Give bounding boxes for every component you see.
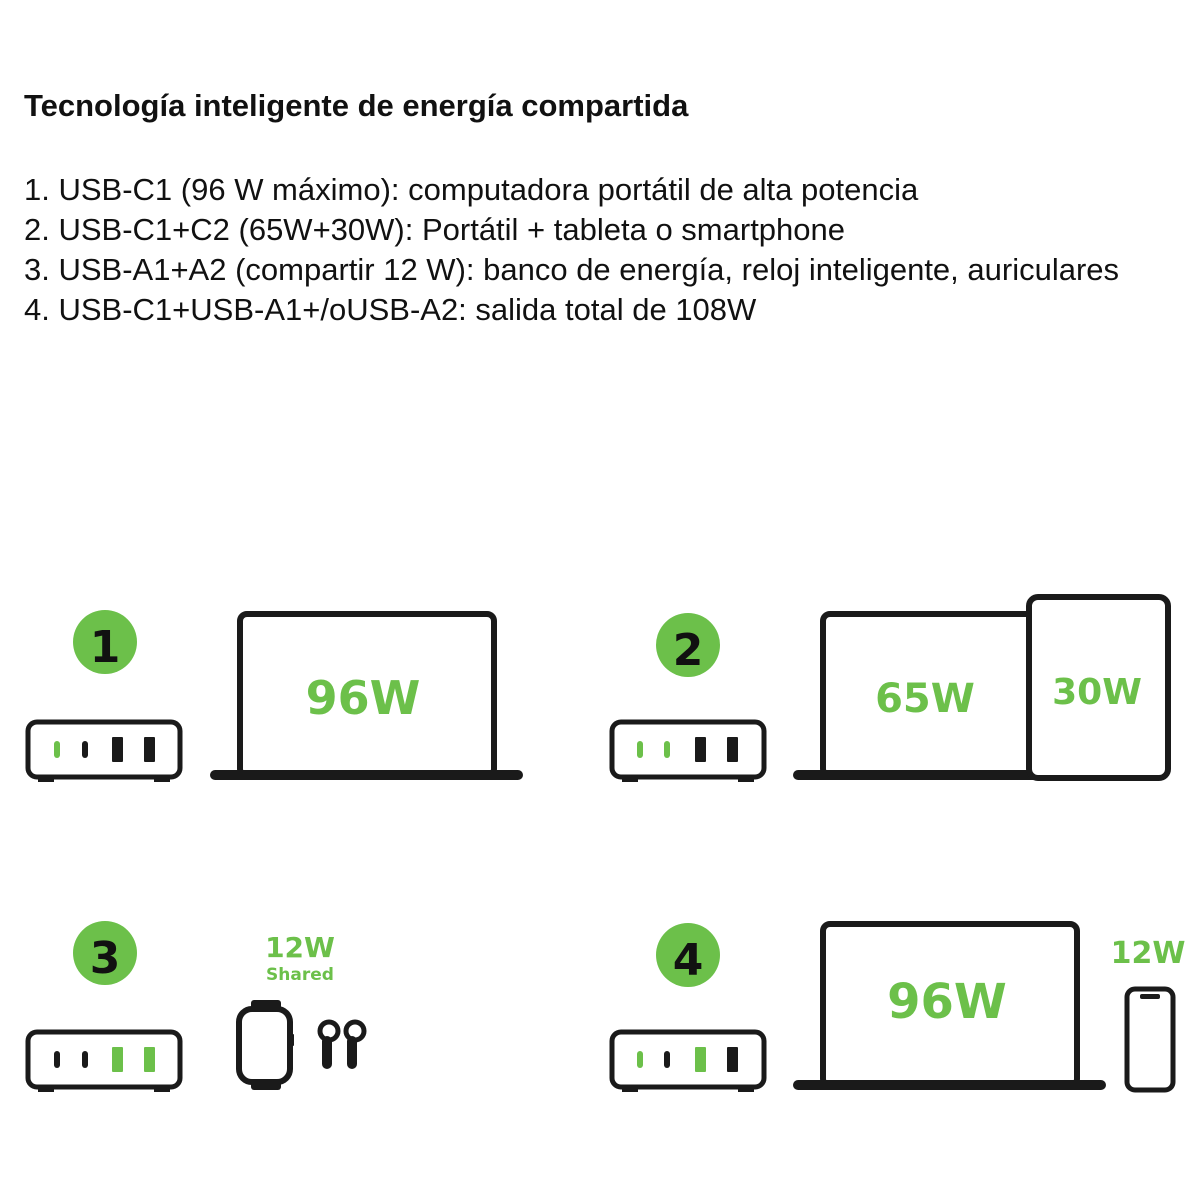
step-number: 1 [90, 622, 121, 673]
charger-icon [609, 719, 767, 782]
step-badge [656, 613, 720, 677]
laptop-watts: 65W [875, 676, 975, 722]
feature-list: 1. USB-C1 (96 W máximo): computadora por… [24, 170, 1174, 330]
phone-watts: 12W [1111, 936, 1186, 971]
usb-c2-port [664, 741, 670, 758]
list-item: 3. USB-A1+A2 (compartir 12 W): banco de … [24, 252, 1120, 287]
laptop-watts: 96W [887, 974, 1007, 1030]
usb-a2-port [727, 737, 738, 762]
charger-icon [25, 1029, 183, 1092]
usb-a1-port [112, 737, 123, 762]
step-number: 2 [673, 625, 704, 676]
page-title: Tecnología inteligente de energía compar… [24, 88, 689, 123]
earbuds-icon [317, 1019, 367, 1069]
smartphone-icon [1124, 986, 1176, 1093]
scenario-4: 4 96W 12W [609, 921, 1186, 1093]
laptop-icon [210, 611, 523, 780]
usb-a2-port [144, 737, 155, 762]
shared-label: Shared [266, 965, 334, 985]
step-badge [656, 923, 720, 987]
scenario-2: 2 65W 30W [609, 594, 1171, 782]
step-number: 4 [673, 935, 704, 986]
usb-a1-port [695, 1047, 706, 1072]
usb-c2-port [82, 741, 88, 758]
scenario-1: 1 96W [25, 610, 523, 782]
step-number: 3 [90, 933, 121, 984]
list-item: 4. USB-C1+USB-A1+/oUSB-A2: salida total … [24, 292, 757, 327]
usage-illustration: 1 96W 2 [25, 594, 1186, 1093]
usb-c1-port [637, 1051, 643, 1068]
usb-c1-port [54, 1051, 60, 1068]
charger-icon [25, 719, 183, 782]
usb-c2-port [82, 1051, 88, 1068]
step-badge [73, 921, 137, 985]
shared-watts: 12W [265, 931, 335, 964]
usb-a1-port [112, 1047, 123, 1072]
step-badge [73, 610, 137, 674]
scenario-3: 3 12W Shared [25, 921, 367, 1092]
tablet-watts: 30W [1052, 672, 1142, 713]
list-item: 1. USB-C1 (96 W máximo): computadora por… [24, 172, 919, 207]
tablet-icon [1026, 594, 1171, 781]
smartwatch-icon [236, 1000, 294, 1090]
list-item: 2. USB-C1+C2 (65W+30W): Portátil + table… [24, 212, 846, 247]
usb-c1-port [54, 741, 60, 758]
usb-a2-port [144, 1047, 155, 1072]
usb-a2-port [727, 1047, 738, 1072]
usb-a1-port [695, 737, 706, 762]
charger-icon [609, 1029, 767, 1092]
laptop-icon [793, 921, 1106, 1090]
laptop-watts: 96W [306, 671, 421, 725]
usb-c1-port [637, 741, 643, 758]
usb-c2-port [664, 1051, 670, 1068]
